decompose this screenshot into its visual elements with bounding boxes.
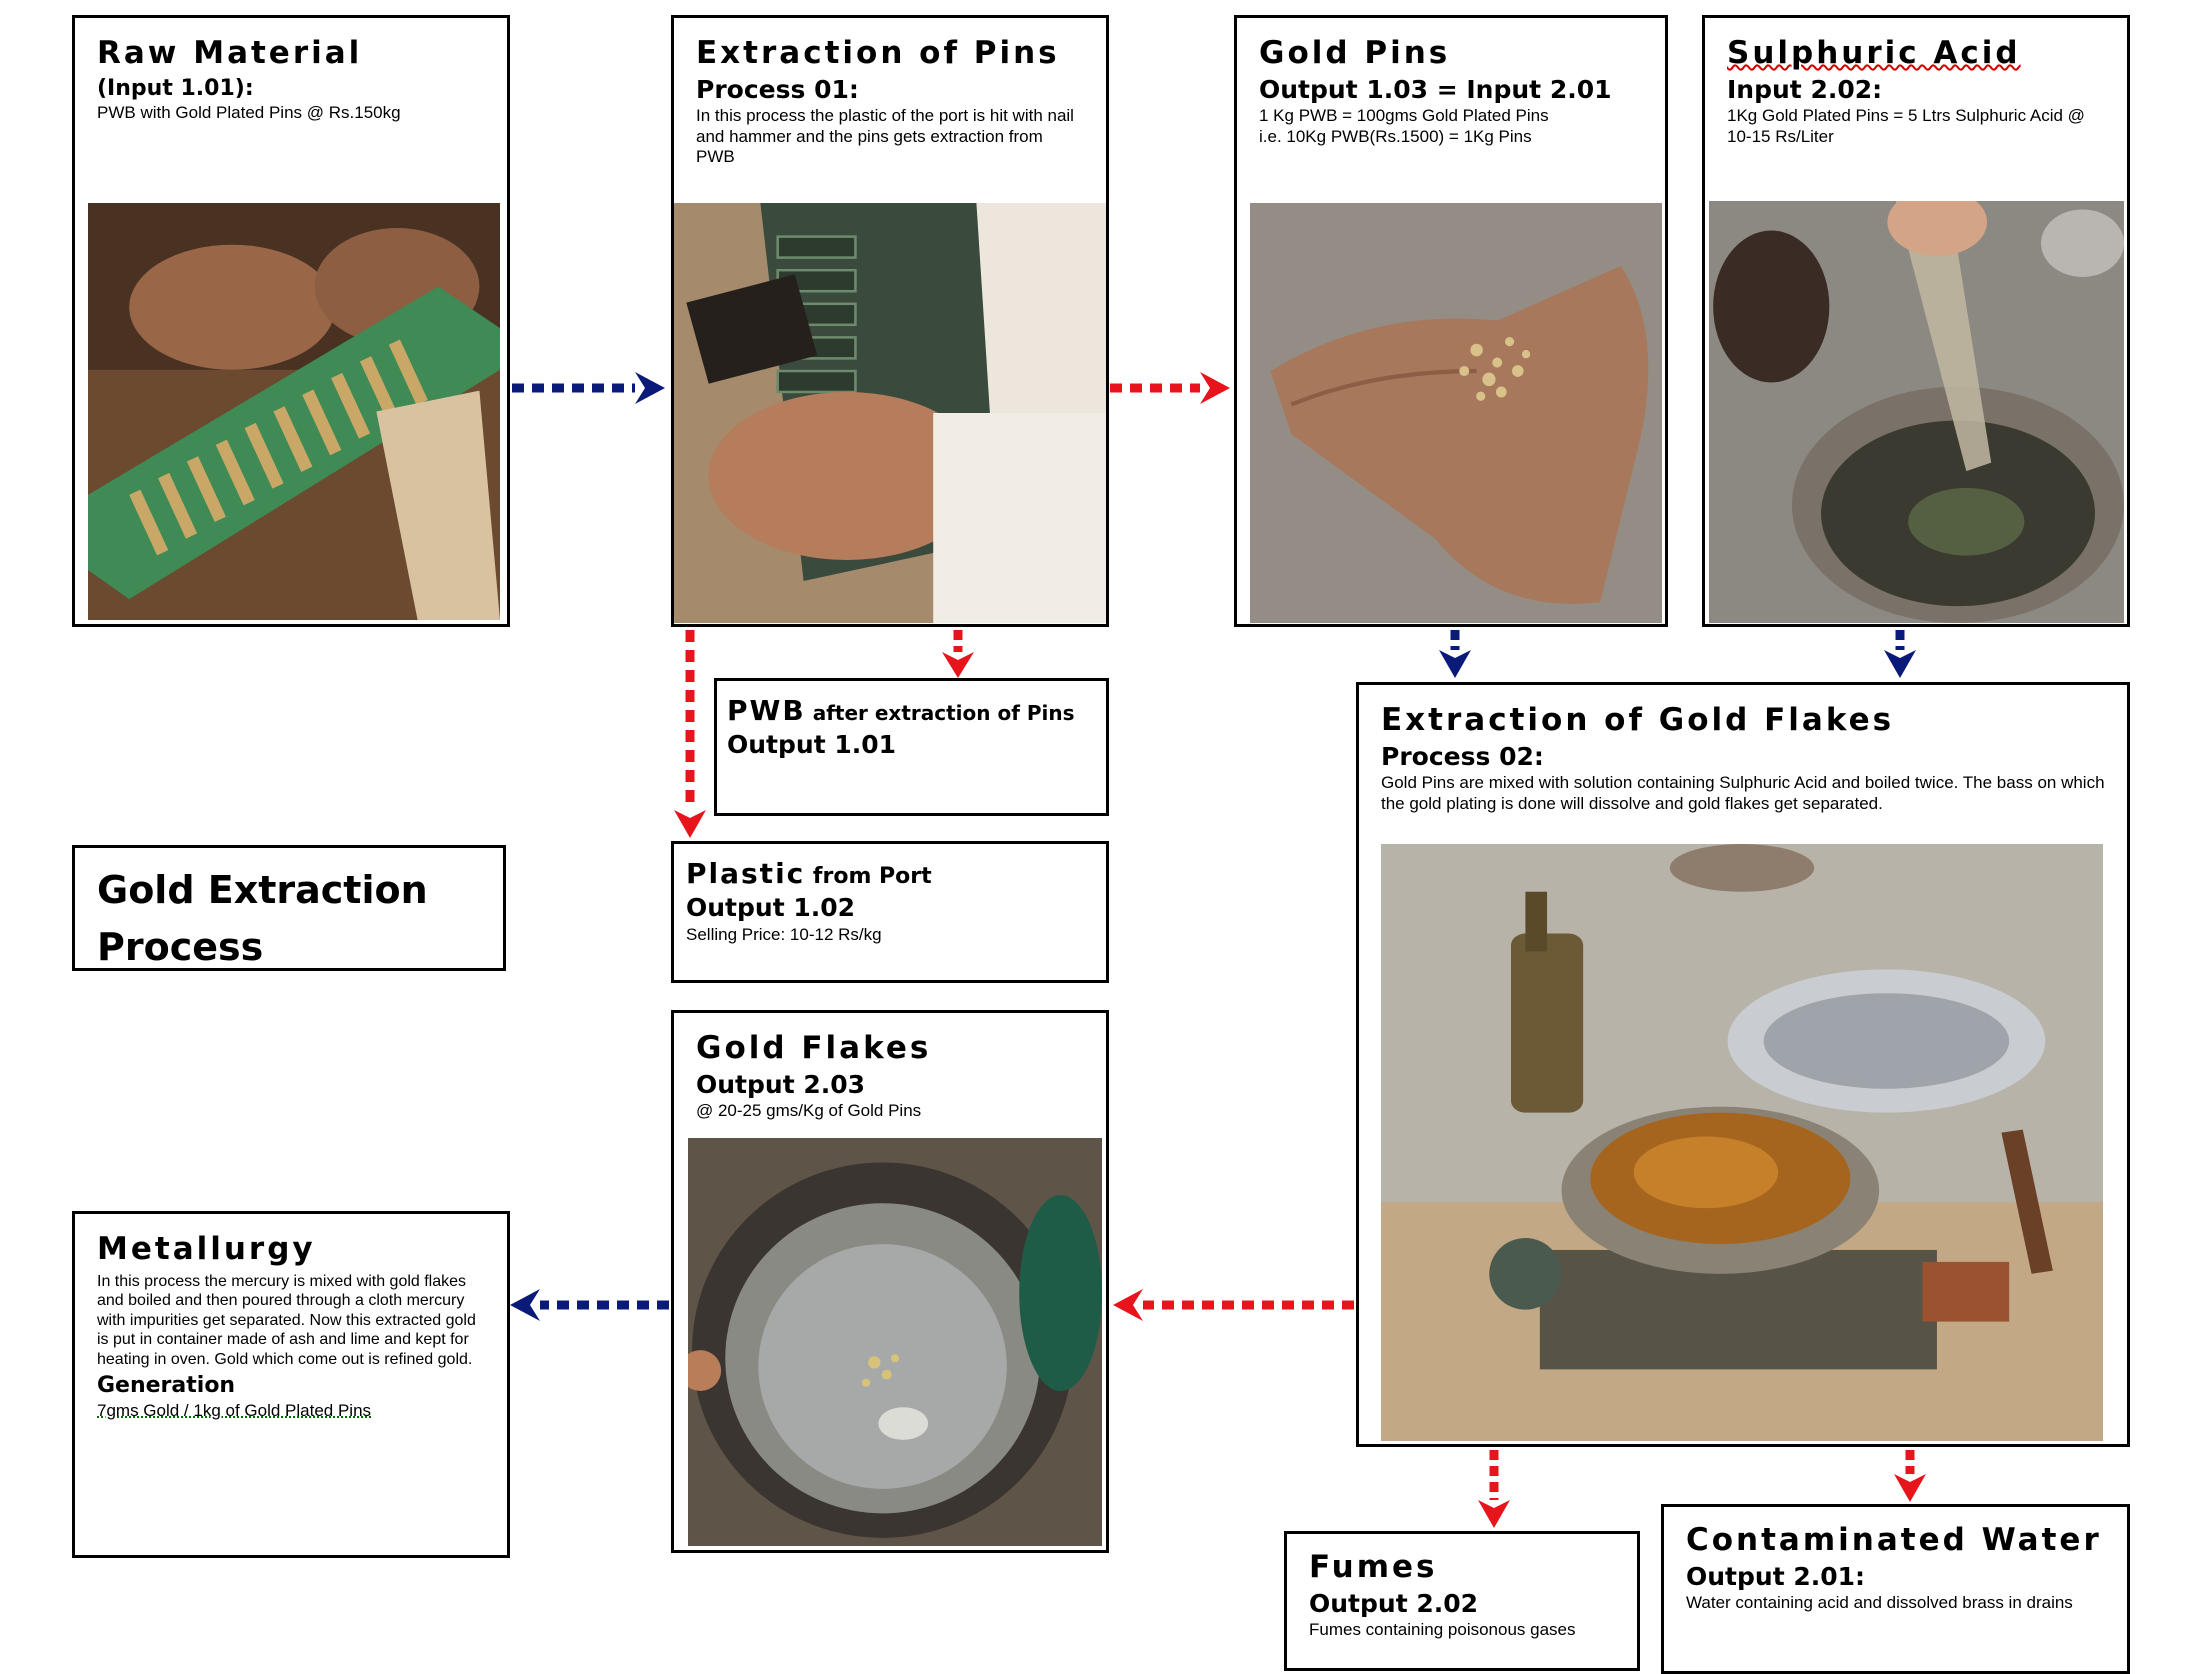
raw-material-photo: [88, 203, 500, 620]
arrow-extraction-to-plastic: [674, 630, 706, 838]
gold-pins-photo: [1250, 203, 1662, 623]
gold-pins-line1: 1 Kg PWB = 100gms Gold Plated Pins: [1259, 106, 1549, 126]
arrow-extraction-to-gold-flakes: [1113, 1289, 1354, 1321]
diagram-title-box: Gold Extraction Process: [72, 845, 506, 971]
arrow-gold-pins-to-flakes: [1439, 630, 1471, 678]
gold-flakes-text: @ 20-25 gms/Kg of Gold Pins: [696, 1101, 922, 1121]
gold-pins-output: Output 1.03 = Input 2.01: [1259, 74, 1612, 104]
gold-flakes-box: Gold Flakes Output 2.03 @ 20-25 gms/Kg o…: [671, 1010, 1109, 1553]
extraction-pins-text: In this process the plastic of the port …: [696, 106, 1074, 167]
gold-flakes-title: Gold Flakes: [696, 1030, 932, 1066]
extraction-of-gold-flakes-box: Extraction of Gold Flakes Process 02: Go…: [1356, 682, 2130, 1447]
extraction-of-pins-box: Extraction of Pins Process 01: In this p…: [671, 15, 1109, 627]
sulphuric-acid-box: Sulphuric Acid Input 2.02: 1Kg Gold Plat…: [1702, 15, 2130, 627]
contaminated-water-text: Water containing acid and dissolved bras…: [1686, 1593, 2073, 1613]
contaminated-water-output: Output 2.01:: [1686, 1561, 1866, 1591]
gold-pins-title: Gold Pins: [1259, 35, 1451, 71]
raw-material-text: PWB with Gold Plated Pins @ Rs.150kg: [97, 102, 401, 122]
gold-pins-box: Gold Pins Output 1.03 = Input 2.01 1 Kg …: [1234, 15, 1668, 627]
plastic-selling-price: Selling Price: 10-12 Rs/kg: [686, 924, 882, 944]
arrow-extraction-to-fumes: [1478, 1450, 1510, 1528]
raw-material-title: Raw Material: [97, 35, 363, 71]
metallurgy-generation-text: 7gms Gold / 1kg of Gold Plated Pins: [97, 1400, 372, 1420]
pwb-after-output: Output 1.01: [727, 730, 897, 760]
arrow-acid-to-flakes: [1884, 630, 1916, 678]
metallurgy-generation-title: Generation: [97, 1373, 236, 1399]
gold-flakes-extraction-text: Gold Pins are mixed with solution contai…: [1381, 773, 2105, 813]
fumes-output: Output 2.02: [1309, 1588, 1479, 1618]
gold-flakes-output: Output 2.03: [696, 1069, 866, 1099]
diagram-title: Gold Extraction Process: [97, 868, 428, 969]
gold-pins-line2: i.e. 10Kg PWB(Rs.1500) = 1Kg Pins: [1259, 126, 1532, 146]
sulphuric-acid-title: Sulphuric Acid: [1727, 35, 2021, 71]
sulphuric-acid-input: Input 2.02:: [1727, 74, 1883, 104]
raw-material-input: (Input 1.01):: [97, 75, 254, 101]
pwb-after-title: PWB after extraction of Pins: [727, 694, 1075, 727]
contaminated-water-title: Contaminated Water: [1686, 1522, 2102, 1558]
metallurgy-box: Metallurgy In this process the mercury i…: [72, 1211, 510, 1558]
arrow-extraction-to-water: [1894, 1450, 1926, 1502]
gold-flakes-extraction-title: Extraction of Gold Flakes: [1381, 702, 1895, 738]
arrow-extraction-to-pwb: [942, 630, 974, 678]
sulphuric-acid-text: 1Kg Gold Plated Pins = 5 Ltrs Sulphuric …: [1727, 106, 2085, 146]
metallurgy-text: In this process the mercury is mixed wit…: [97, 1272, 476, 1368]
fumes-box: Fumes Output 2.02 Fumes containing poiso…: [1284, 1531, 1640, 1671]
raw-material-box: Raw Material (Input 1.01): PWB with Gold…: [72, 15, 510, 627]
arrow-raw-to-extraction: [512, 372, 665, 404]
arrow-gold-flakes-to-metallurgy: [510, 1289, 669, 1321]
fumes-text: Fumes containing poisonous gases: [1309, 1620, 1576, 1640]
gold-flakes-photo: [688, 1138, 1102, 1546]
plastic-from-port-box: Plastic from Port Output 1.02 Selling Pr…: [671, 841, 1109, 983]
extraction-pins-photo: [674, 203, 1106, 623]
gold-flakes-extraction-process: Process 02:: [1381, 741, 1544, 771]
plastic-title: Plastic from Port: [686, 857, 932, 890]
fumes-title: Fumes: [1309, 1549, 1438, 1585]
contaminated-water-box: Contaminated Water Output 2.01: Water co…: [1661, 1504, 2130, 1674]
plastic-output: Output 1.02: [686, 893, 856, 923]
pwb-after-extraction-box: PWB after extraction of Pins Output 1.01: [714, 678, 1109, 816]
extraction-pins-process: Process 01:: [696, 74, 859, 104]
arrow-extraction-to-gold-pins: [1110, 372, 1230, 404]
sulphuric-acid-photo: [1709, 201, 2124, 623]
extraction-pins-title: Extraction of Pins: [696, 35, 1060, 71]
gold-flakes-extraction-photo: [1381, 844, 2103, 1441]
metallurgy-title: Metallurgy: [97, 1231, 316, 1267]
